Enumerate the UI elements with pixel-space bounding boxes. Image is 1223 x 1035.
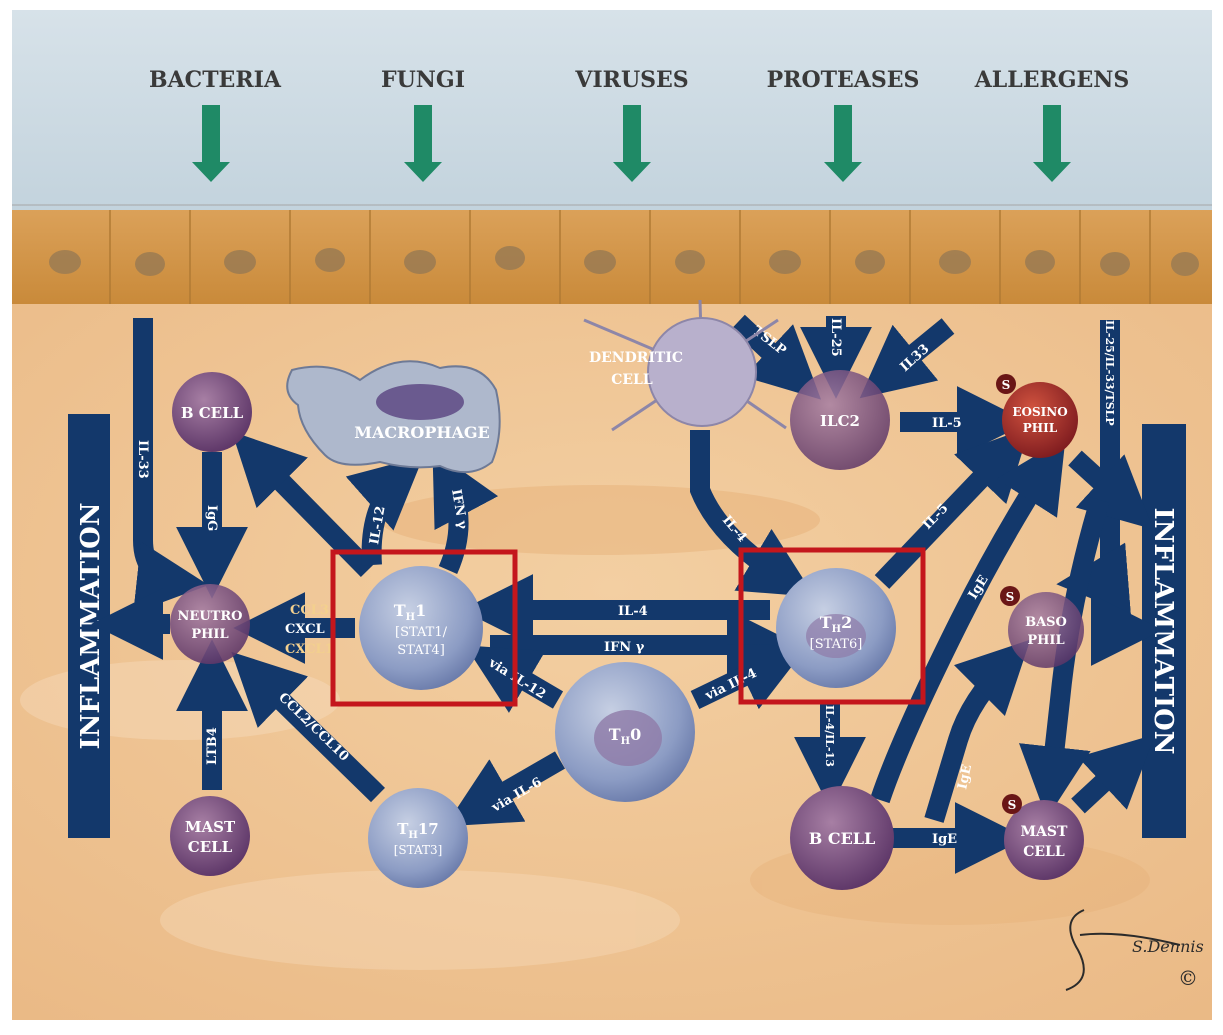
label-th1-stat: [STAT1/	[395, 625, 448, 640]
label-fungi: FUNGI	[381, 67, 465, 93]
label-cxcl: CXCL	[285, 622, 325, 637]
label-ige-horiz: IgE	[932, 832, 957, 847]
label-il5-ilc2: IL-5	[932, 416, 962, 431]
label-il25-il33-tslp: IL-25/IL-33/TSLP	[1103, 320, 1116, 426]
svg-text:S: S	[1006, 590, 1015, 604]
label-baso-1: BASO	[1025, 615, 1067, 630]
b-cell-right: B CELL	[790, 786, 894, 890]
svg-text:TH17: TH17	[397, 820, 439, 841]
copyright-symbol: ©	[1178, 966, 1198, 990]
label-b-cell-right: B CELL	[809, 829, 876, 848]
label-il25: IL-25	[828, 318, 843, 357]
mast-cell-left: MAST CELL	[170, 796, 250, 876]
label-mast-left-1: MAST	[185, 818, 236, 836]
label-ccl3: CCL3	[290, 603, 329, 618]
label-il33-left: IL-33	[135, 440, 150, 479]
svg-text:S: S	[1002, 378, 1011, 392]
th17-cell: TH17 [STAT3]	[368, 788, 468, 888]
label-mast-left-2: CELL	[188, 838, 233, 856]
label-igg: IgG	[204, 505, 219, 531]
label-ltb4: LTB4	[205, 727, 220, 765]
label-th1-stat2: STAT4]	[397, 643, 445, 658]
neutrophil: NEUTRO PHIL	[170, 584, 250, 664]
sky-background	[12, 10, 1212, 210]
label-il4-top: IL-4	[618, 604, 648, 619]
th1-cell: TH1 [STAT1/ STAT4]	[359, 566, 483, 690]
label-viruses: VIRUSES	[574, 67, 688, 93]
th2-cell: TH2 [STAT6]	[776, 568, 896, 688]
svg-text:S: S	[1008, 798, 1017, 812]
label-baso-2: PHIL	[1027, 633, 1064, 648]
label-proteases: PROTEASES	[767, 67, 920, 93]
label-ifng: IFN γ	[604, 640, 645, 655]
label-macrophage: MACROPHAGE	[354, 423, 490, 442]
label-neutro-2: PHIL	[191, 627, 228, 642]
inflammation-label-left: INFLAMMATION	[76, 502, 106, 749]
label-mast-right-2: CELL	[1023, 844, 1065, 860]
label-ilc2: ILC2	[820, 412, 860, 430]
label-eosino-2: PHIL	[1023, 421, 1058, 435]
label-il4-il13: IL-4/IL-13	[823, 705, 836, 767]
label-allergens: ALLERGENS	[974, 67, 1130, 93]
label-dendritic-1: DENDRITIC	[589, 350, 683, 366]
label-th2-stat: [STAT6]	[810, 637, 863, 652]
label-b-cell-left: B CELL	[181, 404, 244, 422]
label-eosino-1: EOSINO	[1012, 405, 1067, 419]
ilc2-cell: ILC2	[790, 370, 890, 470]
label-mast-right-1: MAST	[1021, 824, 1068, 840]
label-bacteria: BACTERIA	[149, 67, 282, 93]
th0-cell: TH0	[555, 662, 695, 802]
label-neutro-1: NEUTRO	[178, 609, 243, 624]
label-th17-stat: [STAT3]	[394, 843, 443, 857]
label-dendritic-2: CELL	[611, 372, 653, 388]
b-cell-left: B CELL	[172, 372, 252, 452]
label-cxcl1: CXCL1	[285, 642, 334, 657]
inflammation-label-right: INFLAMMATION	[1148, 507, 1178, 754]
signature-text: S.Dennis	[1132, 937, 1204, 956]
